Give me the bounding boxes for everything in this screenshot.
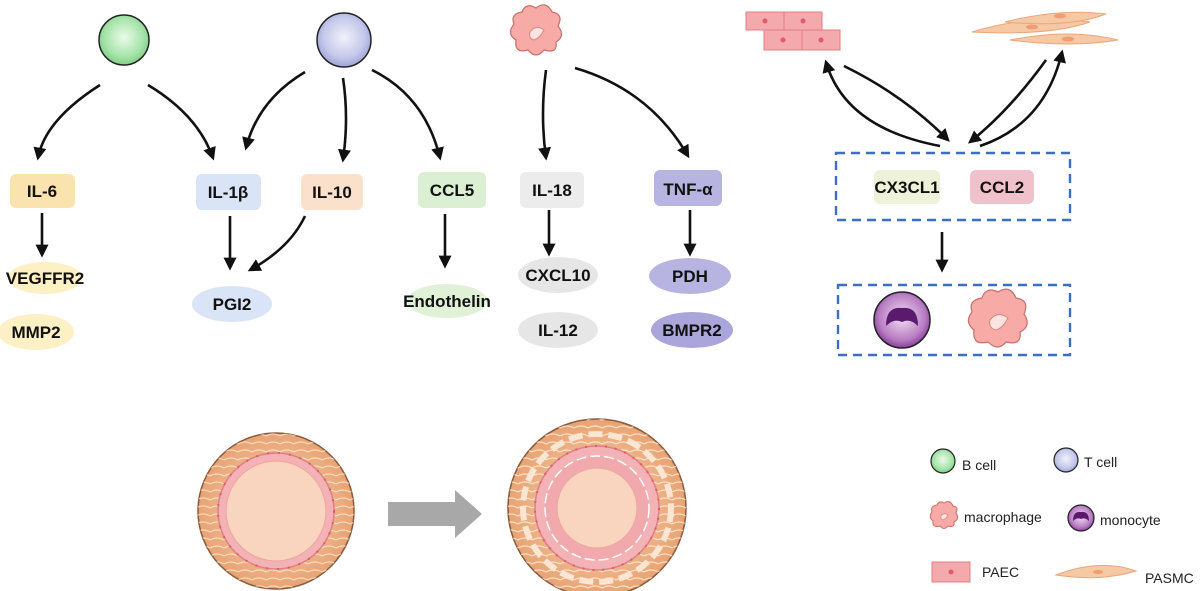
arrow-pasmc-chemokines	[967, 59, 1048, 144]
vessel-remodeled	[507, 418, 687, 591]
svg-text:T cell: T cell	[1084, 454, 1117, 470]
arrow-bcell-il1b	[147, 83, 216, 161]
pasmc-cells-icon	[971, 11, 1119, 45]
svg-text:PASMC: PASMC	[1145, 570, 1194, 586]
cytokine-tnfa: TNF-α	[654, 170, 722, 206]
arrow-chemokines-paec	[822, 59, 941, 148]
arrow-tcell-il1b	[242, 70, 306, 151]
arrow-bcell-il6	[33, 83, 101, 161]
recruited-cells-box	[836, 283, 1072, 357]
t-cell-icon	[316, 12, 372, 68]
arrow-paec-chemokines	[843, 64, 950, 142]
legend-macrophage-label: macrophage	[964, 509, 1042, 525]
cytokine-il1b: IL-1β	[196, 174, 261, 210]
chemokine-ccl2: CCL2	[970, 170, 1034, 204]
svg-text:MMP2: MMP2	[11, 323, 60, 342]
b-cell-icon	[98, 14, 150, 66]
legend-b-cell: B cell	[930, 448, 996, 474]
arrow-tcell-il10	[338, 77, 351, 163]
svg-text:Endothelin: Endothelin	[403, 292, 491, 311]
arrow-macrophage-tnfa	[574, 66, 690, 159]
svg-text:BMPR2: BMPR2	[662, 321, 722, 340]
svg-text:PDH: PDH	[672, 267, 708, 286]
svg-text:PAEC: PAEC	[982, 564, 1019, 580]
remodeling-arrow-icon	[388, 490, 482, 538]
cytokine-ccl5: CCL5	[418, 172, 486, 208]
svg-text:IL-18: IL-18	[532, 181, 572, 200]
target-pdh: PDH	[649, 258, 731, 294]
arrow-macrophage-il18	[538, 69, 552, 161]
svg-text:TNF-α: TNF-α	[663, 180, 713, 199]
cytokine-il10: IL-10	[301, 174, 363, 210]
svg-text:IL-6: IL-6	[27, 182, 57, 201]
legend: B cell T cell macrophage monocyte PAEC P…	[929, 447, 1194, 586]
svg-text:VEGFFR2: VEGFFR2	[6, 269, 84, 288]
chemokine-cx3cl1: CX3CL1	[874, 170, 940, 204]
cytokine-il18: IL-18	[520, 172, 584, 208]
svg-text:CCL2: CCL2	[980, 178, 1024, 197]
pathway-arrows	[33, 49, 1066, 273]
svg-text:IL-10: IL-10	[312, 183, 352, 202]
target-il12: IL-12	[518, 312, 598, 348]
legend-t-cell: T cell	[1053, 447, 1117, 473]
chemokine-box: CX3CL1 CCL2	[834, 151, 1072, 222]
legend-macrophage	[929, 501, 959, 529]
svg-text:B cell: B cell	[962, 457, 996, 473]
svg-text:IL-12: IL-12	[538, 321, 578, 340]
macrophage-icon	[967, 288, 1028, 348]
legend-pasmc: PASMC	[1054, 564, 1194, 586]
svg-text:CCL5: CCL5	[430, 181, 474, 200]
svg-text:IL-1β: IL-1β	[208, 183, 249, 202]
legend-monocyte: monocyte	[1067, 504, 1161, 532]
monocyte-icon	[873, 291, 931, 349]
target-bmpr2: BMPR2	[651, 312, 733, 348]
target-mmp2: MMP2	[0, 314, 74, 350]
cytokine-il6: IL-6	[10, 174, 75, 208]
macrophage-icon	[509, 4, 563, 56]
svg-text:CXCL10: CXCL10	[525, 266, 590, 285]
target-cxcl10: CXCL10	[518, 257, 598, 293]
arrow-chemokines-pasmc	[979, 49, 1066, 148]
target-vegffr2: VEGFFR2	[6, 262, 84, 294]
svg-text:PGI2: PGI2	[213, 295, 252, 314]
svg-text:CX3CL1: CX3CL1	[874, 178, 939, 197]
arrow-tcell-ccl5	[371, 68, 444, 161]
paec-cells-icon	[745, 11, 841, 51]
svg-text:monocyte: monocyte	[1100, 512, 1161, 528]
legend-paec: PAEC	[931, 561, 1019, 583]
arrow-il10-pgi2	[247, 215, 307, 272]
target-pgi2: PGI2	[192, 286, 272, 322]
vessel-normal	[197, 432, 355, 590]
target-endothelin: Endothelin	[403, 284, 491, 318]
